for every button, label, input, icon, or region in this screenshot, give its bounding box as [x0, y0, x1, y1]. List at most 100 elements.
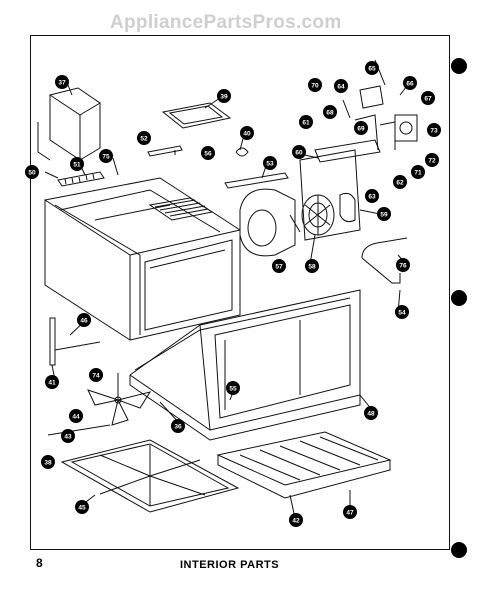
svg-text:66: 66	[406, 80, 414, 87]
svg-text:71: 71	[414, 169, 422, 176]
svg-text:41: 41	[48, 379, 56, 386]
svg-text:48: 48	[367, 410, 375, 417]
callout-54: 54	[395, 305, 409, 319]
svg-text:63: 63	[368, 193, 376, 200]
svg-text:61: 61	[302, 119, 310, 126]
callout-41: 41	[45, 375, 59, 389]
svg-text:39: 39	[220, 93, 228, 100]
svg-text:50: 50	[28, 169, 36, 176]
callout-43: 43	[61, 429, 75, 443]
callout-57: 57	[272, 259, 286, 273]
svg-text:73: 73	[430, 127, 438, 134]
callout-67: 67	[421, 91, 435, 105]
svg-text:38: 38	[44, 459, 52, 466]
callout-62: 62	[393, 175, 407, 189]
svg-text:59: 59	[380, 211, 388, 218]
svg-text:46: 46	[80, 317, 88, 324]
callout-76: 76	[396, 258, 410, 272]
callout-59: 59	[377, 207, 391, 221]
part-39-lamp-cover	[161, 102, 232, 129]
svg-text:42: 42	[292, 517, 300, 524]
binder-hole-bottom	[451, 542, 467, 558]
callout-38: 38	[41, 455, 55, 469]
svg-text:72: 72	[428, 157, 436, 164]
svg-text:44: 44	[72, 413, 80, 420]
callout-53: 53	[263, 156, 277, 170]
callout-69: 69	[354, 121, 368, 135]
callout-56: 56	[201, 146, 215, 160]
callout-40: 40	[240, 126, 254, 140]
part-37-box	[37, 87, 101, 161]
callout-47: 47	[343, 505, 357, 519]
part-76-tube	[361, 237, 408, 284]
svg-text:37: 37	[58, 79, 66, 86]
callout-63: 63	[365, 189, 379, 203]
callout-45: 45	[75, 500, 89, 514]
callout-75: 75	[99, 149, 113, 163]
svg-text:55: 55	[229, 385, 237, 392]
part-53-rail	[224, 172, 289, 189]
callout-71: 71	[411, 165, 425, 179]
cabinet-outer-wrapper	[44, 177, 241, 341]
svg-text:54: 54	[398, 309, 406, 316]
svg-text:70: 70	[311, 82, 319, 89]
part-44-fan-blade	[87, 378, 152, 426]
svg-text:53: 53	[266, 160, 274, 167]
callout-labels: 37 39 40 51 52 53 75 50 56 57 58 59 60 6…	[25, 61, 441, 527]
part-42-rack	[216, 431, 392, 499]
page-border	[30, 35, 450, 550]
watermark: AppliancePartsPros.com	[110, 12, 342, 33]
part-67-motor	[394, 114, 418, 142]
svg-text:47: 47	[346, 509, 354, 516]
callout-64: 64	[334, 79, 348, 93]
callout-51: 51	[70, 157, 84, 171]
svg-text:65: 65	[368, 65, 376, 72]
part-59-motor-mount	[299, 149, 361, 241]
part-51-terminal-strip	[57, 171, 105, 187]
callout-61: 61	[299, 115, 313, 129]
part-41-bar	[49, 317, 101, 366]
callout-66: 66	[403, 76, 417, 90]
svg-text:69: 69	[357, 125, 365, 132]
svg-text:56: 56	[204, 150, 212, 157]
svg-text:68: 68	[326, 109, 334, 116]
diagram-caption: INTERIOR PARTS	[180, 559, 280, 571]
page-number: 8	[36, 556, 43, 570]
callout-70: 70	[308, 78, 322, 92]
svg-text:43: 43	[64, 433, 72, 440]
svg-text:64: 64	[337, 83, 345, 90]
svg-text:57: 57	[275, 263, 283, 270]
part-40-clip	[235, 147, 249, 157]
callout-44: 44	[69, 409, 83, 423]
top-vent-grille	[148, 197, 214, 221]
svg-text:60: 60	[295, 149, 303, 156]
callout-36: 36	[171, 419, 185, 433]
part-64-plate	[359, 85, 384, 109]
callout-68: 68	[323, 105, 337, 119]
callout-55: 55	[226, 381, 240, 395]
callout-72: 72	[425, 153, 439, 167]
part-52-bracket	[147, 145, 183, 157]
svg-text:67: 67	[424, 95, 432, 102]
callout-60: 60	[292, 145, 306, 159]
base-frame	[129, 289, 361, 441]
svg-text:51: 51	[73, 161, 81, 168]
svg-text:58: 58	[308, 263, 316, 270]
svg-text:74: 74	[92, 372, 100, 379]
svg-text:36: 36	[174, 423, 182, 430]
part-46-glass-tray	[60, 439, 240, 513]
callout-58: 58	[305, 259, 319, 273]
svg-text:40: 40	[243, 130, 251, 137]
callout-65: 65	[365, 61, 379, 75]
svg-text:76: 76	[399, 262, 407, 269]
callout-46: 46	[77, 313, 91, 327]
binder-hole-middle	[451, 290, 467, 306]
callout-50: 50	[25, 165, 39, 179]
binder-hole-top	[451, 58, 467, 74]
callout-73: 73	[427, 123, 441, 137]
svg-text:52: 52	[140, 135, 148, 142]
svg-text:75: 75	[102, 153, 110, 160]
callout-39: 39	[217, 89, 231, 103]
part-58-fan-wheel	[301, 194, 335, 236]
